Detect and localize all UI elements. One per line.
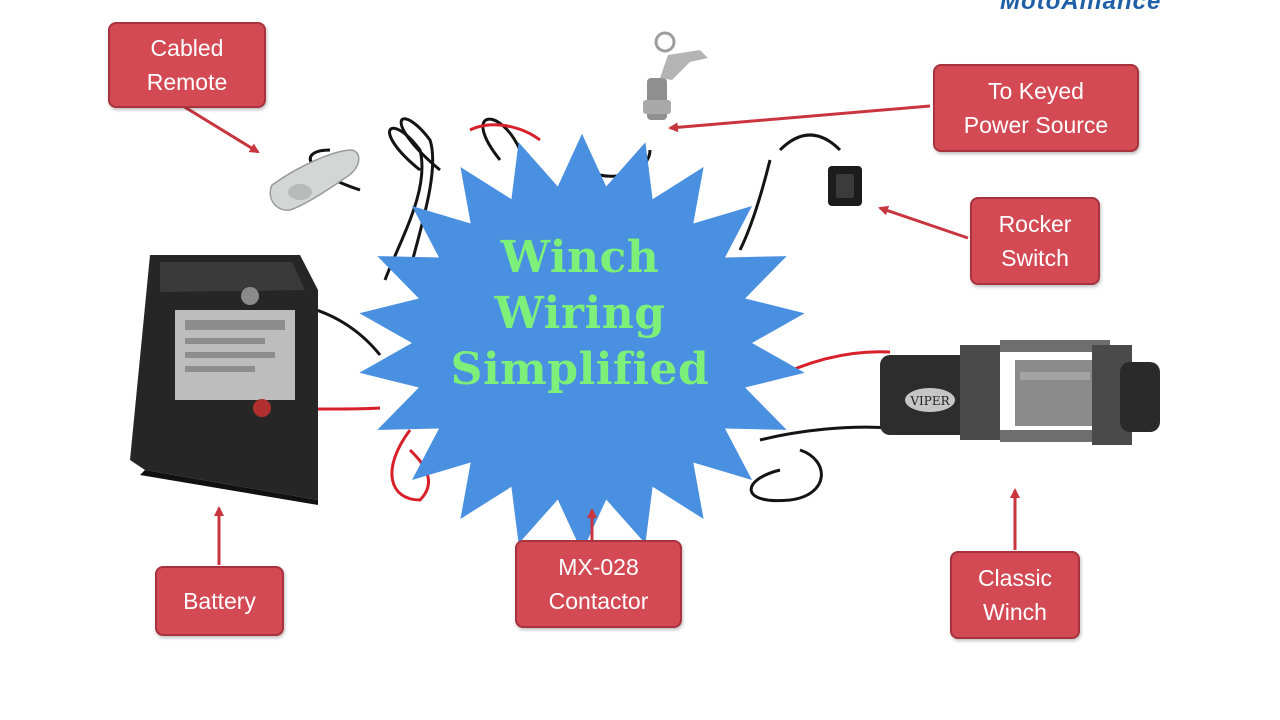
rocker-switch-label: Rocker Switch xyxy=(970,197,1100,285)
cabled-remote-illustration xyxy=(269,149,360,211)
rocker-switch-line-1: Rocker xyxy=(998,211,1072,237)
cabled-remote-label: Cabled Remote xyxy=(108,22,266,108)
contactor-line-2: Contactor xyxy=(548,588,649,614)
keyed-power-label: To Keyed Power Source xyxy=(933,64,1139,152)
contactor-line-1: MX-028 xyxy=(558,554,639,580)
rocker-switch-line-2: Switch xyxy=(1001,245,1069,271)
arrow-rocker-switch xyxy=(878,205,969,240)
key-switch-illustration xyxy=(643,31,708,120)
black-wire-bundle xyxy=(294,117,891,503)
classic-winch-label: Classic Winch xyxy=(950,551,1080,639)
contactor-label: MX-028 Contactor xyxy=(515,540,682,628)
battery-line-1: Battery xyxy=(183,588,256,614)
callout-arrows xyxy=(182,104,1020,565)
winch-illustration: VIPER xyxy=(880,340,1160,445)
rocker-switch-illustration xyxy=(828,166,862,206)
cabled-remote-line-2: Remote xyxy=(146,69,228,95)
classic-winch-line-2: Winch xyxy=(983,599,1047,625)
brand-logo: MotoAlliance xyxy=(1000,0,1162,15)
title-line-3: Simplified xyxy=(450,344,710,395)
winch-badge: VIPER xyxy=(909,394,950,408)
arrow-keyed-power xyxy=(668,104,931,133)
title-line-1: Winch xyxy=(500,232,660,283)
starburst xyxy=(359,133,805,553)
battery-illustration xyxy=(130,255,318,505)
title-line-2: Wiring xyxy=(494,288,666,339)
classic-winch-line-1: Classic xyxy=(977,565,1053,591)
diagram-title: Winch Wiring Simplified xyxy=(430,230,730,398)
keyed-power-line-1: To Keyed xyxy=(988,78,1084,104)
arrow-cabled-remote xyxy=(182,104,260,154)
cabled-remote-line-1: Cabled xyxy=(150,35,224,61)
keyed-power-line-2: Power Source xyxy=(963,112,1109,138)
battery-label: Battery xyxy=(155,566,284,636)
